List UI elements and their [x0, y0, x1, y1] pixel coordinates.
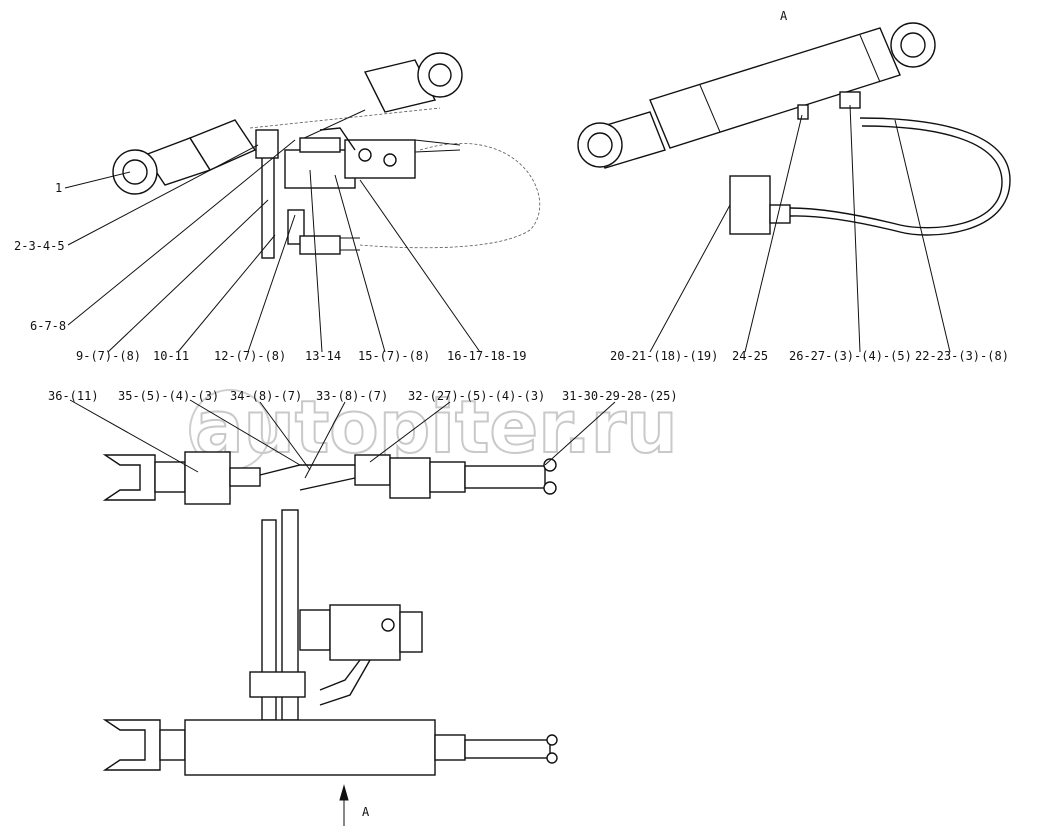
leader-lines — [64, 104, 951, 479]
lower-assembly — [102, 451, 558, 776]
label-part-33: 33-(8)-(7) — [316, 389, 388, 403]
label-part-32: 32-(27)-(5)-(4)-(3) — [408, 389, 545, 403]
label-part-2: 2-3-4-5 — [14, 239, 65, 253]
label-part-24: 24-25 — [732, 349, 768, 363]
view-arrow-bottom — [339, 784, 349, 826]
label-part-16: 16-17-18-19 — [447, 349, 526, 363]
label-part-12: 12-(7)-(8) — [214, 349, 286, 363]
upper-left-assembly — [112, 52, 540, 259]
view-mark-bottom: A — [362, 805, 370, 819]
watermark-text: autopiter.ru — [195, 385, 678, 469]
label-part-15: 15-(7)-(8) — [358, 349, 430, 363]
label-part-9: 9-(7)-(8) — [76, 349, 141, 363]
label-part-35: 35-(5)-(4)-(3) — [118, 389, 219, 403]
label-part-34: 34-(8)-(7) — [230, 389, 302, 403]
label-part-13: 13-14 — [305, 349, 341, 363]
view-mark-top: A — [780, 9, 788, 23]
label-part-36: 36-(11) — [48, 389, 99, 403]
part-labels: 1 2-3-4-5 6-7-8 9-(7)-(8) 10-11 12-(7)-(… — [14, 181, 1009, 403]
label-part-26: 26-27-(3)-(4)-(5) — [789, 349, 912, 363]
label-part-20: 20-21-(18)-(19) — [610, 349, 718, 363]
label-part-10: 10-11 — [153, 349, 189, 363]
watermark: autopiter.ru — [189, 384, 679, 471]
label-part-6: 6-7-8 — [30, 319, 66, 333]
upper-right-view-a — [577, 22, 1011, 236]
label-part-31: 31-30-29-28-(25) — [562, 389, 678, 403]
label-part-1: 1 — [55, 181, 62, 195]
label-part-22: 22-23-(3)-(8) — [915, 349, 1009, 363]
